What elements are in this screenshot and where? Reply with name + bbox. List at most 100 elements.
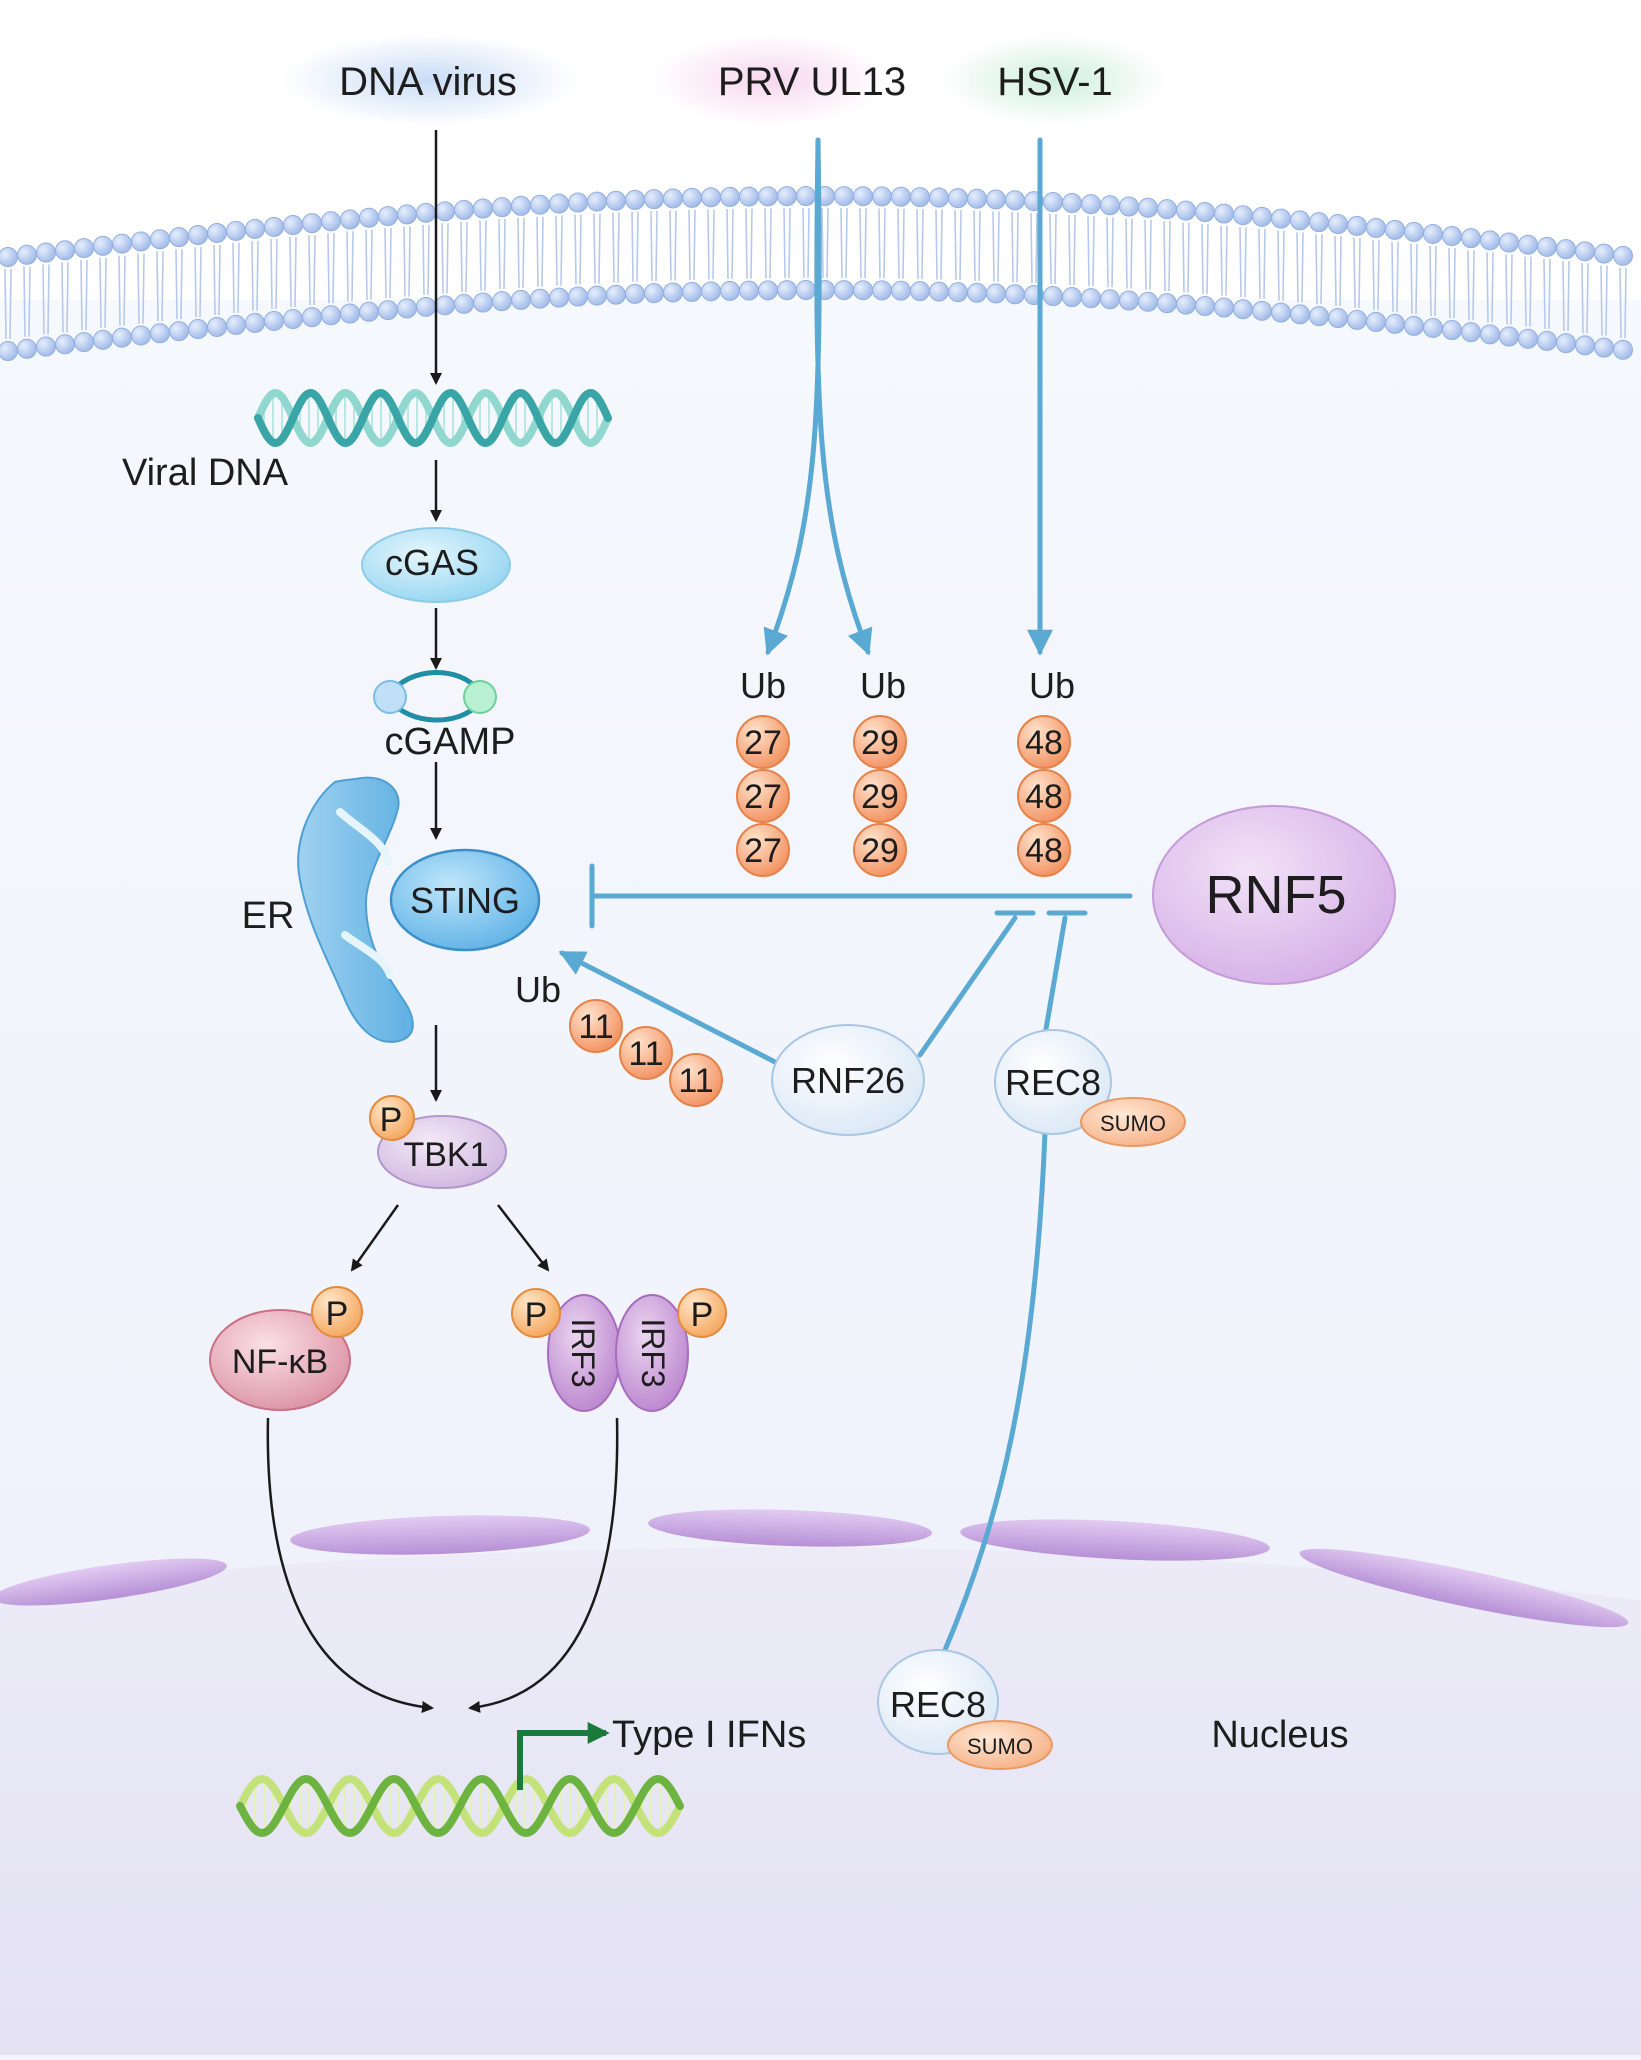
- membrane-lipid-head: [1252, 206, 1272, 227]
- membrane-lipid-head: [1195, 296, 1215, 317]
- membrane-lipid-head: [1005, 284, 1025, 305]
- membrane-lipid-head: [1480, 324, 1500, 345]
- ub-k27-bead-label: 27: [744, 724, 782, 762]
- membrane-lipid-head: [1062, 287, 1082, 308]
- membrane-lipid-head: [606, 284, 626, 305]
- membrane-lipid-head: [55, 334, 75, 355]
- membrane-lipid-head: [207, 316, 227, 337]
- membrane-lipid-head: [302, 307, 322, 328]
- rnf26-label: RNF26: [791, 1060, 905, 1101]
- rec8-cytoplasm-label: REC8: [1005, 1062, 1101, 1103]
- arrow-rnf26-to-sting: [558, 950, 778, 1065]
- membrane-lipid-head: [454, 199, 474, 220]
- ub-k29-bead: [853, 769, 907, 823]
- prv-ul13-glow: [650, 34, 890, 126]
- plasma-membrane: [0, 186, 1633, 362]
- ub-k11-bead: [669, 1053, 723, 1107]
- nfkb-phospho-label: P: [326, 1295, 349, 1333]
- nuclear-envelope: [0, 1509, 1629, 1628]
- membrane-lipid-head: [112, 233, 132, 254]
- membrane-lipid-head: [1480, 230, 1500, 251]
- membrane-lipid-head: [663, 282, 683, 303]
- membrane-lipid-head: [720, 186, 740, 207]
- membrane-lipid-head: [1233, 299, 1253, 320]
- membrane-lipid-head: [150, 323, 170, 344]
- membrane-lipid-head: [967, 188, 987, 209]
- cgamp-label: cGAMP: [385, 721, 516, 763]
- cgamp-left-bead: [373, 680, 407, 714]
- ub-k11-bead-label: 11: [578, 1008, 613, 1046]
- ub-k48-label: Ub: [1029, 665, 1075, 706]
- membrane-lipid-head: [758, 280, 778, 301]
- rec8-cytoplasm-node: REC8 SUMO: [994, 1029, 1186, 1147]
- membrane-lipid-head: [0, 341, 18, 362]
- nfkb-node: NF-κB P: [209, 1286, 363, 1411]
- membrane-lipid-head: [1100, 289, 1120, 310]
- membrane-lipid-head: [1233, 205, 1253, 226]
- membrane-lipid-head: [872, 186, 892, 207]
- membrane-lipid-head: [1499, 326, 1519, 347]
- ub-k29-bead-label: 29: [861, 724, 899, 762]
- genomic-dna-helix: [236, 1774, 684, 1838]
- membrane-lipid-head: [1157, 199, 1177, 220]
- membrane-lipid-head: [1347, 309, 1367, 330]
- membrane-lipid-head: [55, 240, 75, 261]
- membrane-lipid-head: [435, 201, 455, 222]
- tbk1-phospho: [369, 1095, 415, 1141]
- membrane-lipid-head: [948, 188, 968, 209]
- membrane-lipid-head: [1271, 208, 1291, 229]
- membrane-lipid-head: [739, 186, 759, 207]
- membrane-lipid-head: [1309, 306, 1329, 327]
- membrane-lipid-head: [1100, 195, 1120, 216]
- membrane-lipid-head: [644, 189, 664, 210]
- type-i-ifns-label: Type I IFNs: [612, 1714, 806, 1756]
- rec8-nucleus-sumo-label: SUMO: [967, 1734, 1033, 1759]
- membrane-lipid-head: [948, 282, 968, 303]
- rec8-nucleus-sumo: [947, 1720, 1053, 1770]
- membrane-lipid-head: [492, 291, 512, 312]
- membrane-lipid-head: [929, 187, 949, 208]
- viral-dna-helix: [254, 388, 612, 448]
- membrane-lipid-head: [796, 186, 816, 207]
- membrane-lipid-head: [188, 225, 208, 246]
- rec8-cytoplasm-sumo-label: SUMO: [1100, 1111, 1166, 1136]
- membrane-lipid-head: [1214, 297, 1234, 318]
- membrane-lipid-head: [226, 314, 246, 335]
- membrane-lipid-head: [150, 229, 170, 250]
- membrane-lipid-head: [967, 282, 987, 303]
- membrane-lipid-head: [644, 283, 664, 304]
- membrane-lipid-head: [1556, 333, 1576, 354]
- ub-k48-bead-label: 48: [1025, 724, 1063, 762]
- membrane-lipid-head: [511, 289, 531, 310]
- rnf5-node: RNF5: [1152, 805, 1396, 985]
- membrane-lipid-head: [549, 287, 569, 308]
- membrane-lipid-head: [986, 189, 1006, 210]
- nucleoplasm: [0, 1547, 1641, 2055]
- membrane-lipid-head: [1366, 311, 1386, 332]
- prv-ul13-label: PRV UL13: [718, 60, 906, 104]
- membrane-lipid-head: [1081, 194, 1101, 215]
- membrane-lipid-head: [1423, 223, 1443, 244]
- irf3-dimer: IRF3 IRF3 P P: [511, 1288, 727, 1412]
- membrane-lipid-head: [1005, 190, 1025, 211]
- ub-k29-bead-label: 29: [861, 832, 899, 870]
- membrane-lipid-head: [1556, 239, 1576, 260]
- membrane-lipid-head: [530, 288, 550, 309]
- tbk1-node: TBK1 P: [369, 1095, 507, 1189]
- membrane-lipid-head: [188, 319, 208, 340]
- membrane-lipid-head: [511, 195, 531, 216]
- rec8-nucleus-node: REC8 SUMO: [877, 1649, 1053, 1770]
- ifn-transcription-arrow: [517, 1722, 610, 1790]
- ub-k48-bead: [1017, 769, 1071, 823]
- membrane-lipid-head: [777, 186, 797, 207]
- ub-k11-label: Ub: [515, 969, 561, 1010]
- membrane-lipid-head: [359, 207, 379, 228]
- arrow-nfkb-to-dna: [266, 1417, 434, 1713]
- ub-k48-bead-label: 48: [1025, 832, 1063, 870]
- membrane-lipid-head: [131, 325, 151, 346]
- irf3-phospho-left-label: P: [525, 1296, 548, 1334]
- membrane-lipid-head: [169, 227, 189, 248]
- membrane-lipid-head: [758, 186, 778, 207]
- membrane-lipid-head: [1043, 286, 1063, 307]
- membrane-lipid-head: [1290, 304, 1310, 325]
